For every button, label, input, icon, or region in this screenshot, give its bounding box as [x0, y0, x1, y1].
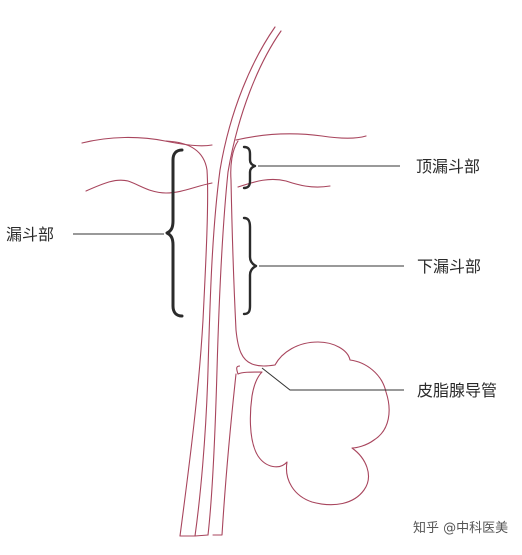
sebaceous-gland-outline	[236, 341, 390, 506]
hair-shaft-bottom	[194, 534, 209, 537]
hair-shaft-right	[207, 30, 282, 536]
sebaceous-duct-leader	[261, 367, 404, 391]
sebaceous-gland	[236, 341, 390, 506]
skin-upper-right-line	[235, 133, 367, 141]
skin-lower-left-line	[85, 179, 213, 194]
infundibulum-label: 漏斗部	[6, 225, 54, 244]
sebaceous-duct-label: 皮脂腺导管	[417, 381, 497, 400]
hair-shaft-left	[194, 26, 276, 537]
follicle-right-wall	[230, 140, 276, 367]
watermark-text: 知乎 @中科医美	[413, 520, 508, 536]
follicle-left-wall	[165, 140, 209, 537]
infrainfundibulum-label: 下漏斗部	[417, 257, 481, 276]
skin-surface-lines	[81, 133, 367, 194]
brackets	[165, 145, 258, 318]
skin-upper-left-line	[81, 136, 213, 147]
acroinfundibulum-label: 顶漏斗部	[416, 157, 480, 176]
acroinfundibulum-bracket	[242, 145, 257, 190]
hair-follicle	[165, 26, 282, 537]
infundibulum-bracket	[165, 148, 184, 318]
follicle-lower-wall	[212, 373, 237, 536]
infrainfundibulum-bracket	[242, 216, 258, 316]
leader-lines	[73, 165, 404, 391]
skin-lower-right-line	[237, 178, 331, 188]
